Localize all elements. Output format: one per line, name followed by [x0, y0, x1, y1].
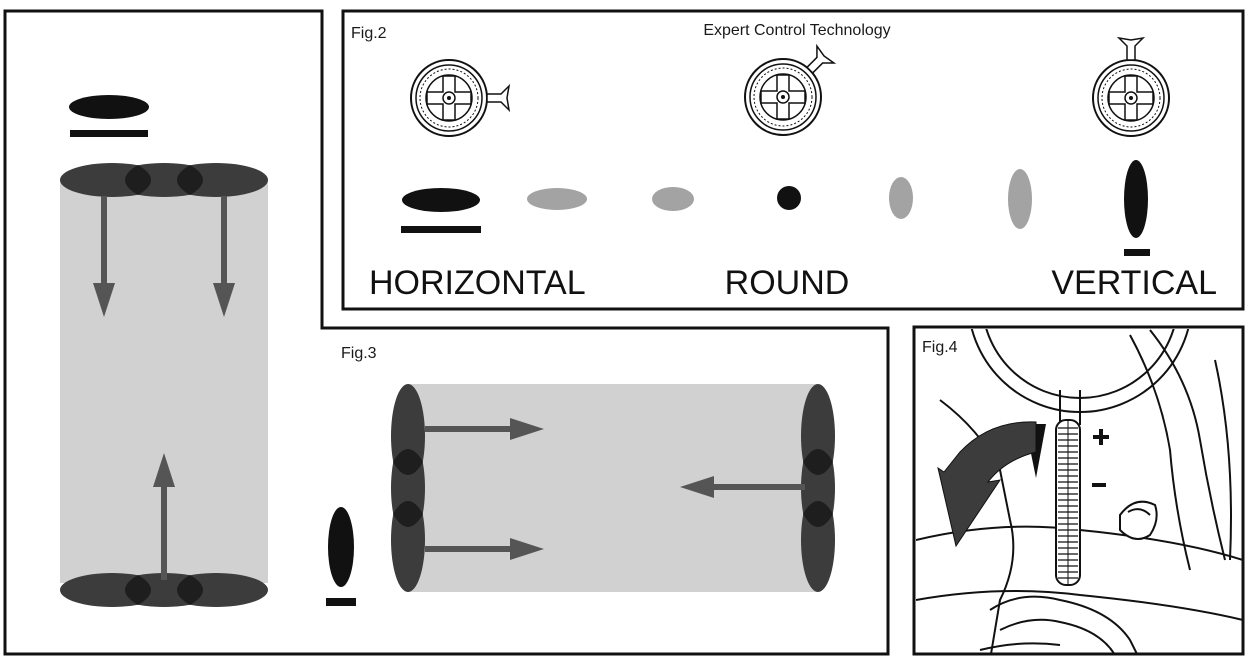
- label-vertical: VERTICAL: [1051, 264, 1217, 302]
- plus-icon: [1093, 429, 1109, 445]
- control-dial-icon: [744, 43, 837, 136]
- label-round: ROUND: [725, 264, 850, 302]
- spray-pattern-icon: [1008, 169, 1032, 229]
- top-spray-ellipses: [60, 163, 268, 197]
- fig2-title: Expert Control Technology: [703, 22, 890, 39]
- spray-pattern-icon: [1124, 160, 1148, 238]
- fig2-panel: Fig.2 Expert Control Technology: [341, 9, 1245, 311]
- fig3-panel: Fig.3: [326, 345, 835, 606]
- vertical-pattern-bar: [1124, 249, 1150, 256]
- bottom-spray-ellipses: [60, 573, 268, 607]
- spray-pattern-icon: [889, 177, 913, 219]
- control-dial-icon: [1092, 36, 1170, 137]
- spray-pattern-sequence: [401, 160, 1150, 256]
- fig2-label: Fig.2: [351, 25, 387, 42]
- fig1-panel: [3, 9, 890, 656]
- fig4-panel: Fig.4: [912, 325, 1245, 656]
- horizontal-pattern-icon: [69, 95, 149, 119]
- spray-pattern-icon: [527, 188, 587, 210]
- horizontal-pattern-bar: [70, 130, 148, 137]
- spray-pattern-icon: [652, 187, 694, 211]
- vertical-pattern-icon: [328, 507, 354, 587]
- fig1-frame: [3, 9, 890, 656]
- vertical-pattern-bar: [326, 598, 356, 606]
- spray-pattern-icon: [402, 188, 480, 212]
- fig4-label: Fig.4: [922, 339, 958, 356]
- left-spray-ellipses: [391, 384, 425, 592]
- label-horizontal: HORIZONTAL: [369, 264, 586, 302]
- adjustment-arrow-icon: [937, 421, 1037, 548]
- fig3-arrows: [425, 418, 805, 560]
- adjustment-wheel: [1055, 419, 1081, 586]
- fig1-arrows: [93, 196, 235, 580]
- horizontal-pattern-bar: [401, 226, 481, 233]
- control-dial-icon: [410, 59, 511, 137]
- adjustment-illustration: [916, 329, 1243, 654]
- fig3-label: Fig.3: [341, 345, 377, 362]
- spray-pattern-icon: [777, 186, 801, 210]
- right-spray-ellipses: [801, 384, 835, 592]
- fig2-frame: [341, 9, 1245, 311]
